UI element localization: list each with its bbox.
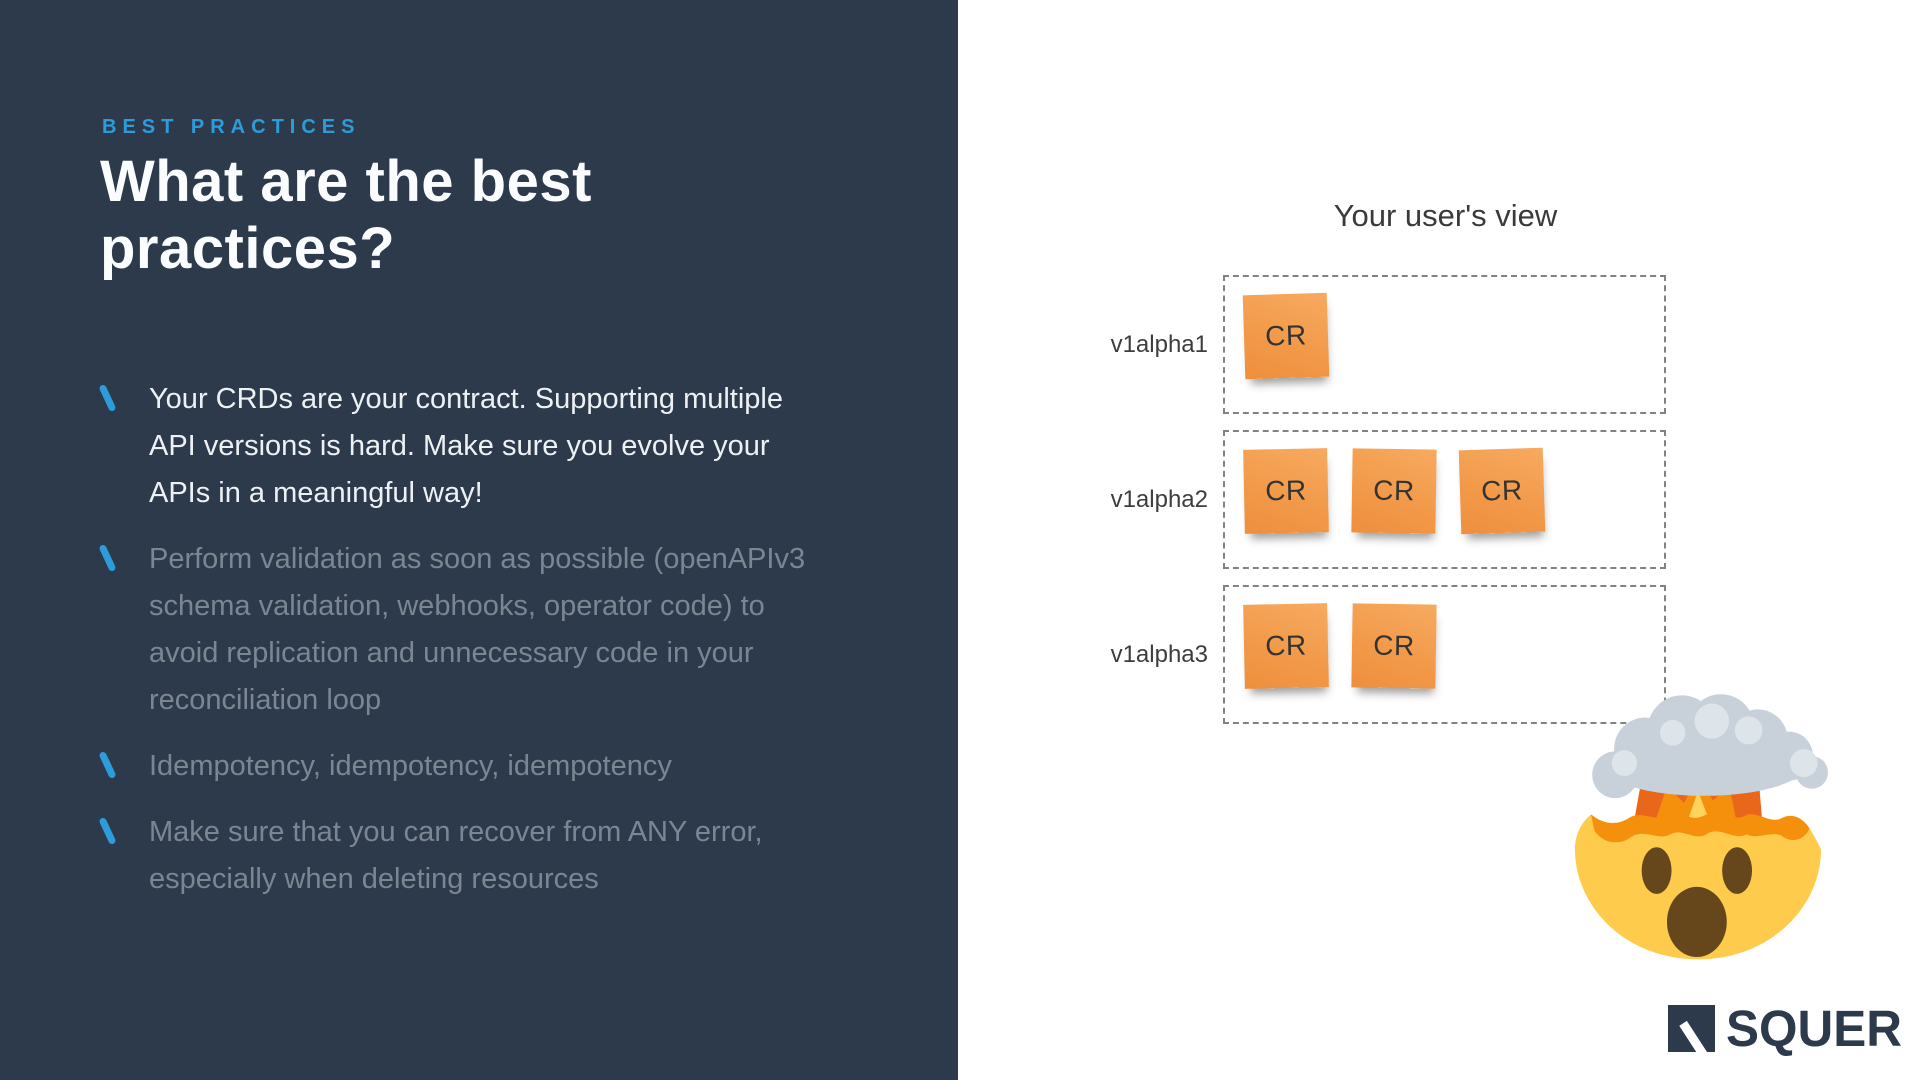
row-label: v1alpha1 xyxy=(1110,330,1208,358)
bullet-text: Your CRDs are your contract. Supporting … xyxy=(149,383,784,509)
cr-label: CR xyxy=(1373,474,1415,507)
bullet-slash-icon xyxy=(98,816,117,845)
cr-label: CR xyxy=(1264,319,1308,352)
bullet-item: Idempotency, idempotency, idempotency xyxy=(98,743,820,790)
cr-sticky-note: CR xyxy=(1351,448,1437,534)
cr-sticky-note: CR xyxy=(1243,603,1329,689)
version-row: v1alpha3 CR CR xyxy=(1103,585,1666,724)
version-row: v1alpha2 CR CR CR xyxy=(1103,430,1666,569)
page-title: What are the best practices? xyxy=(100,149,592,282)
squer-logo-mark-icon xyxy=(1668,1005,1715,1052)
version-box: CR CR CR xyxy=(1223,430,1666,569)
diagram-title: Your user's view xyxy=(1333,198,1558,233)
version-box: CR CR xyxy=(1223,585,1666,724)
eyebrow-label: BEST PRACTICES xyxy=(102,116,361,138)
bullet-list: Your CRDs are your contract. Supporting … xyxy=(98,376,820,922)
cr-label: CR xyxy=(1264,629,1308,662)
cr-sticky-note: CR xyxy=(1351,603,1437,689)
bullet-item: Perform validation as soon as possible (… xyxy=(98,536,820,724)
emoji-cloud-highlights xyxy=(1611,703,1818,778)
row-label: v1alpha3 xyxy=(1110,640,1208,668)
bullet-slash-icon xyxy=(98,750,117,779)
user-view-diagram: v1alpha1 CR v1alpha2 CR CR CR v1alpha3 C… xyxy=(1103,275,1666,740)
bullet-slash-icon xyxy=(98,383,117,413)
cr-sticky-note: CR xyxy=(1458,447,1546,535)
emoji-eyes xyxy=(1641,847,1753,894)
cr-sticky-note: CR xyxy=(1243,448,1329,534)
squer-logo-text: SQUER xyxy=(1726,1000,1902,1057)
left-panel: BEST PRACTICES What are the best practic… xyxy=(0,0,958,1080)
bullet-item: Your CRDs are your contract. Supporting … xyxy=(98,376,820,517)
bullet-text: Idempotency, idempotency, idempotency xyxy=(149,749,672,782)
right-panel: Your user's view v1alpha1 CR v1alpha2 CR… xyxy=(958,0,1920,1080)
version-row: v1alpha1 CR xyxy=(1103,275,1666,414)
emoji-head xyxy=(1574,813,1822,960)
row-label: v1alpha2 xyxy=(1110,485,1208,513)
exploding-head-emoji xyxy=(1560,672,1836,964)
cr-label: CR xyxy=(1373,629,1415,662)
bullet-item: Make sure that you can recover from ANY … xyxy=(98,809,820,903)
emoji-mouth xyxy=(1666,886,1727,957)
cr-label: CR xyxy=(1480,474,1524,507)
version-box: CR xyxy=(1223,275,1666,414)
bullet-text: Make sure that you can recover from ANY … xyxy=(149,815,763,895)
squer-logo: SQUER xyxy=(1668,999,1907,1058)
cr-sticky-note: CR xyxy=(1242,292,1330,380)
cr-label: CR xyxy=(1264,474,1308,507)
bullet-slash-icon xyxy=(98,543,117,573)
exploding-head-emoji-svg xyxy=(1574,694,1828,960)
bullet-text: Perform validation as soon as possible (… xyxy=(149,542,806,716)
